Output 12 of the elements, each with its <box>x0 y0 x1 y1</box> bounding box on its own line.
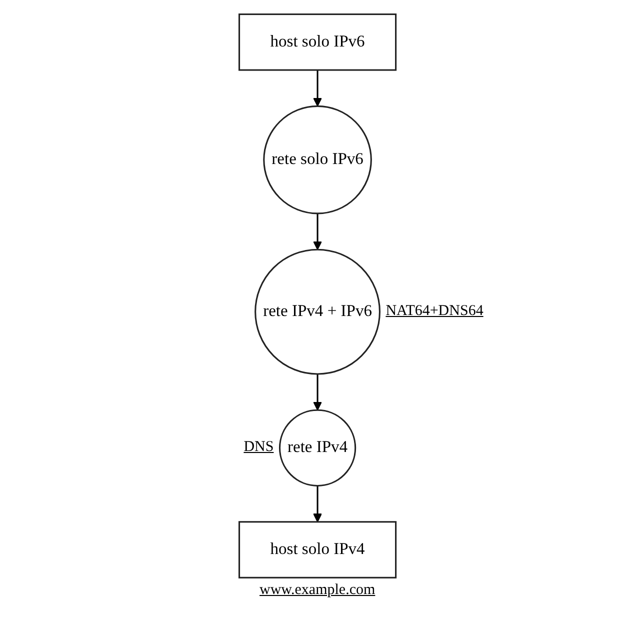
node-circle: rete IPv4 <box>278 409 356 486</box>
annotation-text: NAT64+DNS64 <box>386 303 484 320</box>
node-circle: rete solo IPv6 <box>263 105 372 214</box>
node-box: host solo IPv4 <box>238 521 397 578</box>
arrow <box>312 70 322 107</box>
node-circle: rete IPv4 + IPv6 <box>254 248 380 375</box>
arrow <box>312 486 322 522</box>
annotation-text: DNS <box>244 439 274 456</box>
arrow <box>312 374 322 411</box>
arrow <box>312 213 322 250</box>
annotation-text: www.example.com <box>260 582 376 599</box>
node-box: host solo IPv6 <box>238 13 397 71</box>
